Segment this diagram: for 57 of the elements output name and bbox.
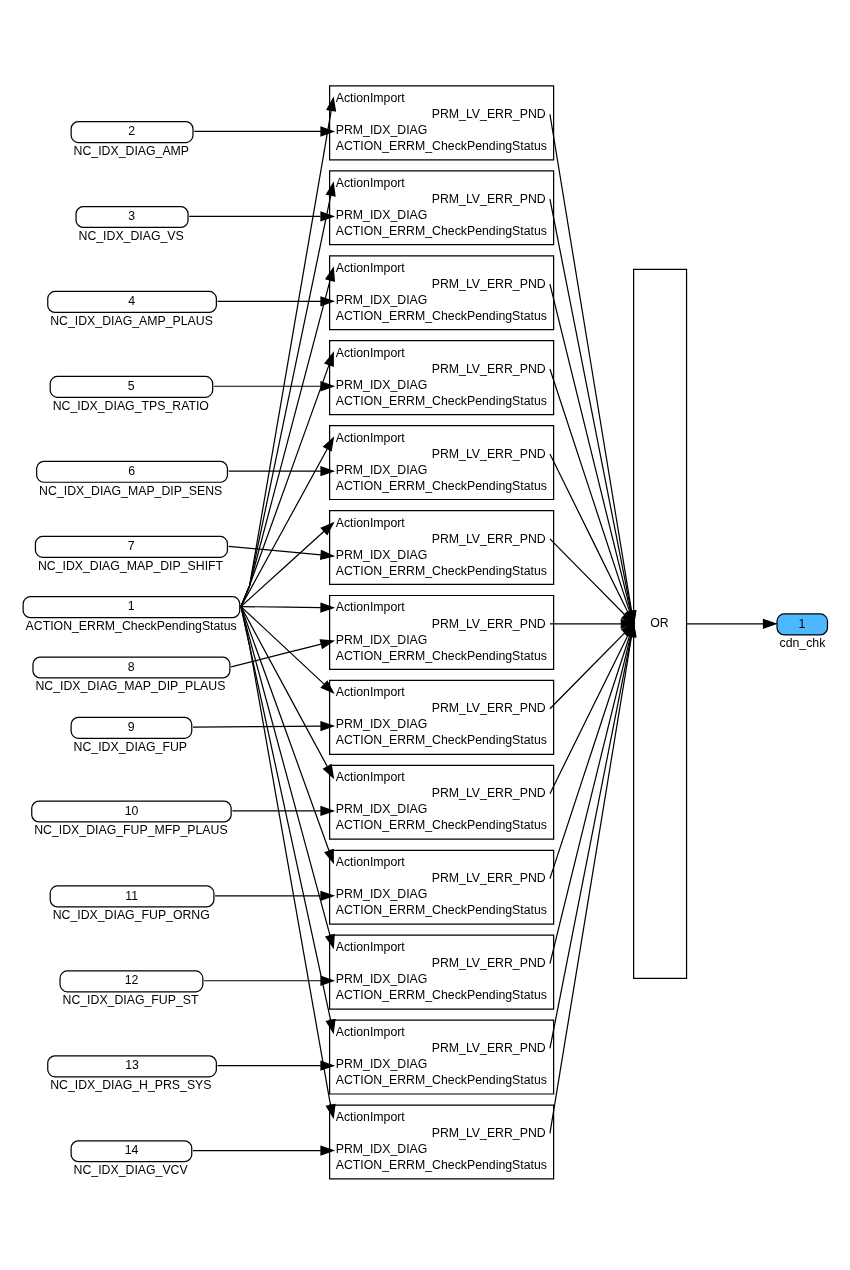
node-box: ActionImport PRM_LV_ERR_PND PRM_IDX_DIAG ACTION_ERRM_CheckPendingStatus	[329, 339, 555, 415]
node-label: NC_IDX_DIAG_AMP	[73, 143, 190, 158]
arrow	[240, 95, 337, 607]
arrow	[240, 605, 335, 694]
arrow	[549, 618, 636, 629]
node-label: NC_IDX_DIAG_FUP_MFP_PLAUS	[34, 822, 228, 837]
arrow	[214, 890, 336, 901]
node-label: ACTION_ERRM_CheckPendingStatus	[25, 618, 237, 633]
arrow	[240, 265, 336, 607]
node-label: cdn_chk	[779, 635, 826, 650]
node-box: ActionImport PRM_LV_ERR_PND PRM_IDX_DIAG ACTION_ERRM_CheckPendingStatus	[329, 849, 555, 925]
node-box: OR	[633, 268, 688, 979]
arrow	[203, 975, 336, 986]
node-box: ActionImport PRM_LV_ERR_PND PRM_IDX_DIAG ACTION_ERRM_CheckPendingStatus	[329, 679, 555, 755]
arrow	[686, 618, 778, 629]
node-box: ActionImport PRM_LV_ERR_PND PRM_IDX_DIAG ACTION_ERRM_CheckPendingStatus	[329, 594, 555, 670]
arrow	[240, 605, 335, 779]
arrow	[228, 545, 336, 560]
arrow	[193, 125, 336, 137]
arrow	[240, 601, 336, 613]
arrow	[230, 638, 336, 667]
arrow	[217, 1060, 336, 1071]
arrow	[192, 720, 336, 731]
node-box: ActionImport PRM_LV_ERR_PND PRM_IDX_DIAG ACTION_ERRM_CheckPendingStatus	[329, 169, 555, 245]
arrow	[192, 1144, 336, 1156]
node-box: ActionImport PRM_LV_ERR_PND PRM_IDX_DIAG ACTION_ERRM_CheckPendingStatus	[329, 509, 555, 585]
node-label: NC_IDX_DIAG_AMP_PLAUS	[50, 313, 213, 328]
arrow	[240, 605, 336, 1034]
node-box: ActionImport PRM_LV_ERR_PND PRM_IDX_DIAG ACTION_ERRM_CheckPendingStatus	[329, 254, 555, 330]
node-box: ActionImport PRM_LV_ERR_PND PRM_IDX_DIAG ACTION_ERRM_CheckPendingStatus	[329, 1019, 555, 1095]
arrow	[240, 605, 335, 949]
arrow	[231, 805, 336, 816]
node-box: ActionImport PRM_LV_ERR_PND PRM_IDX_DIAG ACTION_ERRM_CheckPendingStatus	[329, 84, 555, 160]
node-label: NC_IDX_DIAG_FUP_ORNG	[52, 907, 210, 922]
arrow	[240, 435, 335, 607]
arrow	[188, 210, 336, 222]
node-label: NC_IDX_DIAG_VS	[78, 228, 184, 243]
node-label: NC_IDX_DIAG_H_PRS_SYS	[50, 1077, 212, 1092]
arrow	[240, 350, 334, 607]
node-box: ActionImport PRM_LV_ERR_PND PRM_IDX_DIAG ACTION_ERRM_CheckPendingStatus	[329, 764, 555, 840]
arrow	[240, 605, 334, 864]
arrow	[240, 521, 335, 607]
arrow	[213, 380, 336, 391]
node-label: NC_IDX_DIAG_MAP_DIP_SENS	[39, 483, 223, 498]
node-box: ActionImport PRM_LV_ERR_PND PRM_IDX_DIAG ACTION_ERRM_CheckPendingStatus	[329, 1103, 555, 1180]
node-label: NC_IDX_DIAG_FUP	[73, 739, 188, 754]
node-label: NC_IDX_DIAG_MAP_DIP_PLAUS	[35, 678, 226, 693]
arrow	[217, 295, 336, 306]
node-label: NC_IDX_DIAG_FUP_ST	[62, 992, 199, 1007]
node-box: ActionImport PRM_LV_ERR_PND PRM_IDX_DIAG ACTION_ERRM_CheckPendingStatus	[329, 934, 555, 1010]
arrow	[228, 465, 336, 476]
node-label: NC_IDX_DIAG_MAP_DIP_SHIFT	[37, 558, 224, 573]
node-box: ActionImport PRM_LV_ERR_PND PRM_IDX_DIAG ACTION_ERRM_CheckPendingStatus	[329, 424, 555, 500]
arrow	[240, 605, 336, 1119]
node-label: NC_IDX_DIAG_TPS_RATIO	[52, 398, 209, 413]
arrow	[240, 180, 336, 607]
node-label: NC_IDX_DIAG_VCV	[73, 1162, 188, 1177]
